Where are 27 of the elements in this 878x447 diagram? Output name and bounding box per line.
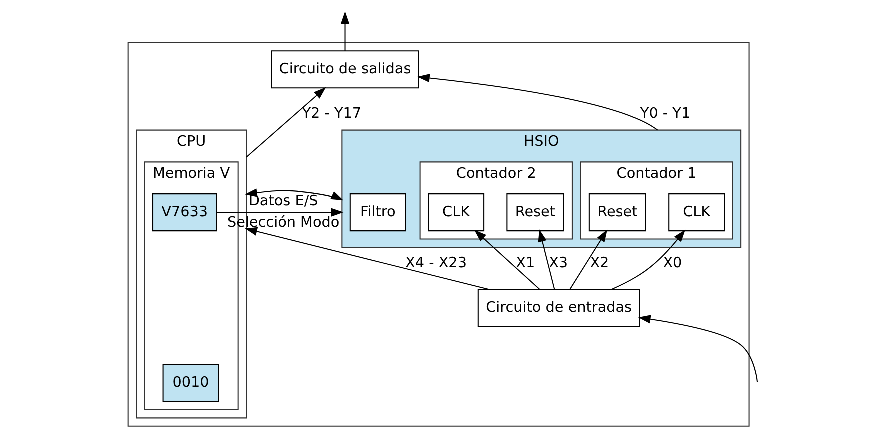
node-box: 0010 [162, 364, 220, 402]
node-box: Filtro [350, 194, 406, 232]
arrow [216, 208, 344, 217]
node-box: V7633 [152, 194, 218, 232]
arrow [538, 230, 556, 290]
arrow [245, 227, 490, 290]
node-box: CLK [668, 194, 726, 232]
edge-label: Y2 - Y17 [302, 106, 362, 122]
arrow [340, 12, 350, 52]
node-box: Circuito de entradas [478, 289, 640, 328]
arrow [418, 74, 658, 131]
arrow [474, 230, 540, 290]
edge-label: X3 [549, 255, 568, 272]
edge-label: X2 [590, 255, 610, 272]
arrow [638, 315, 758, 382]
edge-label: X4 - X23 [406, 255, 467, 272]
arrow [246, 87, 326, 158]
arrow [570, 230, 608, 290]
arrow [612, 230, 686, 290]
cluster [128, 42, 750, 427]
node-box: Reset [588, 194, 646, 232]
node-box: Reset [506, 194, 564, 232]
edge-label: X0 [663, 255, 682, 272]
node-box: Circuito de salidas [271, 50, 420, 89]
edge-label: X1 [516, 255, 536, 272]
edge-label: Y0 - Y1 [640, 106, 691, 122]
node-box: CLK [428, 194, 485, 232]
